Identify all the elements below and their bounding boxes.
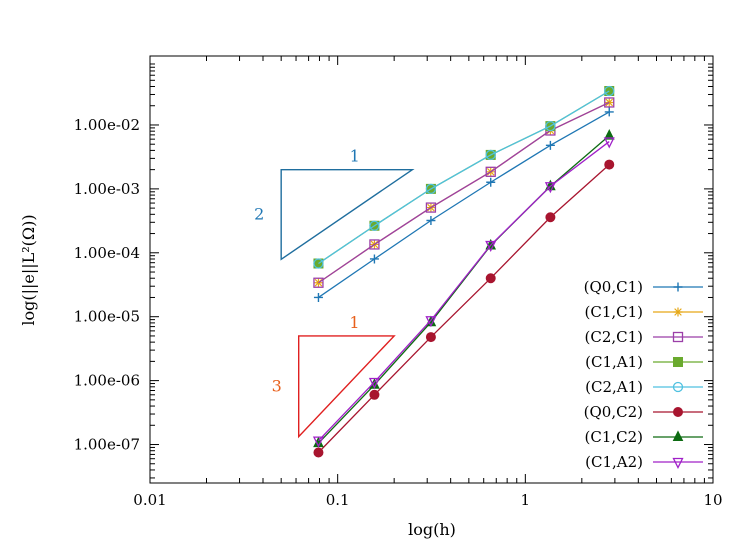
y-tick-label: 1.00e-03 [74, 180, 140, 198]
slope-rise-label: 2 [254, 204, 264, 223]
slope-triangle-1 [280, 168, 415, 261]
x-tick-label: 10 [703, 491, 722, 509]
data-point [545, 212, 556, 223]
plot-frame [149, 55, 714, 484]
data-point [604, 85, 615, 97]
legend-entry: (Q0,C1) [584, 278, 703, 296]
data-point [368, 377, 380, 389]
legend-entry: (C1,C1) [584, 303, 703, 321]
data-point [369, 220, 380, 231]
data-point [312, 436, 325, 448]
legend-entry: (C1,A2) [585, 453, 703, 471]
data-point [603, 137, 615, 149]
series-line [318, 101, 610, 284]
series-line [318, 101, 610, 284]
y-tick-label: 1.00e-06 [74, 372, 140, 390]
series-line [317, 164, 610, 453]
data-point [486, 177, 496, 187]
series-0 [313, 107, 614, 302]
data-point [425, 183, 437, 195]
slope-run-label: 1 [350, 147, 360, 166]
data-point [313, 277, 324, 288]
data-point [425, 202, 437, 213]
data-series [312, 85, 615, 458]
legend-label: (C2,A1) [585, 378, 643, 396]
y-tick-label: 1.00e-04 [74, 244, 140, 262]
legend-marker [672, 430, 684, 441]
legend-entry: (C2,A1) [585, 378, 703, 396]
data-point [604, 97, 615, 108]
legend-marker [672, 381, 684, 393]
y-tick-label: 1.00e-02 [74, 116, 140, 134]
legend-marker [673, 307, 683, 317]
y-tick-label: 1.00e-07 [74, 436, 140, 454]
legend-label: (Q0,C2) [584, 403, 643, 421]
series-1 [313, 97, 614, 288]
series-5 [313, 159, 615, 458]
data-point [369, 239, 380, 250]
series-4 [313, 85, 615, 269]
data-point [313, 258, 324, 269]
x-tick-label: 0.1 [326, 491, 350, 509]
series-line [318, 90, 610, 265]
data-point [369, 389, 380, 400]
legend-entry: (C1,C2) [584, 428, 703, 446]
data-point [485, 240, 497, 253]
slope-rise-label: 3 [272, 376, 282, 395]
legend-entry: (C1,A1) [585, 353, 703, 371]
data-point [544, 182, 556, 194]
data-point [485, 273, 496, 284]
slope-run-label: 1 [349, 313, 359, 332]
data-point [485, 149, 496, 161]
series-3 [313, 86, 615, 269]
legend-marker [672, 331, 684, 343]
data-point [425, 332, 436, 343]
data-point [313, 292, 323, 302]
x-tick-label: 1 [521, 491, 531, 509]
axes: 0.01 0.1 1 10 1.00e-07 1.00e-06 1.00e-05 1.00e-… [74, 55, 723, 509]
legend-label: (Q0,C1) [584, 278, 643, 296]
legend-entry: (C2,C1) [584, 328, 703, 346]
series-line [318, 111, 610, 298]
data-point [426, 216, 436, 226]
legend-label: (C1,A1) [585, 353, 643, 371]
legend-marker [673, 282, 683, 292]
data-point [603, 129, 615, 140]
legend-marker [673, 357, 683, 367]
data-point [545, 120, 556, 132]
data-point [313, 447, 324, 458]
data-point [425, 316, 437, 328]
series-line [317, 141, 610, 442]
x-tick-label: 0.01 [133, 491, 166, 509]
legend-marker [672, 457, 684, 469]
data-point [485, 166, 496, 177]
data-point [369, 254, 379, 264]
legend-marker [673, 407, 683, 417]
series-7 [312, 137, 615, 448]
slope-triangles: 1 2 1 3 [254, 147, 415, 439]
data-point [604, 159, 615, 170]
series-line [317, 135, 610, 444]
series-2 [313, 97, 615, 288]
data-point [545, 140, 555, 150]
y-tick-label: 1.00e-05 [74, 308, 140, 326]
legend-label: (C1,A2) [585, 453, 643, 471]
legend-label: (C2,C1) [584, 328, 643, 346]
slope-triangle-2 [298, 335, 396, 439]
legend: (Q0,C1) (C1,C1) (C2,C1) (C1,A1) (C2,A1) (Q0,C… [584, 278, 703, 471]
legend-label: (C1,C1) [584, 303, 643, 321]
data-point [604, 107, 614, 117]
x-axis-label: log(h) [408, 520, 456, 539]
y-axis-label: log(||e||L²(Ω)) [19, 214, 38, 325]
legend-label: (C1,C2) [584, 428, 643, 446]
legend-entry: (Q0,C2) [584, 403, 703, 421]
